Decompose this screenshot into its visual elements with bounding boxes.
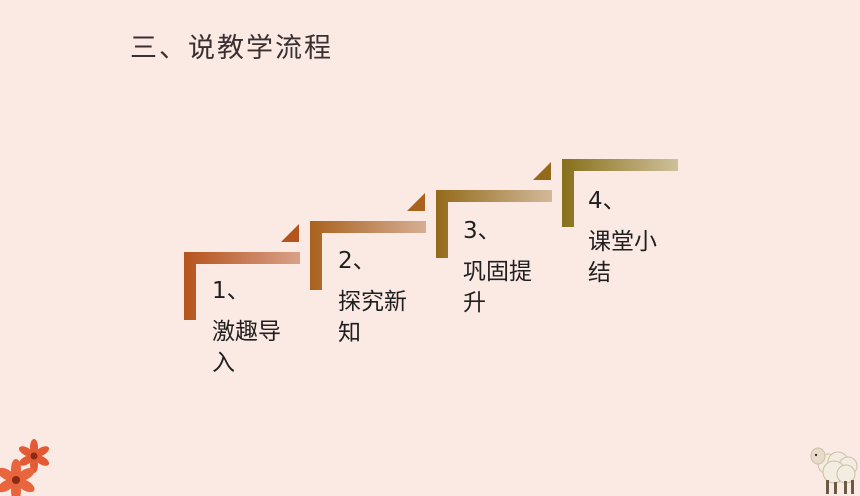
step-2-label: 探究新知 <box>338 289 407 346</box>
step-3-text: 3、 巩固提升 <box>463 216 549 319</box>
sheep-icon <box>810 447 858 494</box>
step-1-number: 1、 <box>212 278 250 304</box>
step-4-label: 课堂小结 <box>588 229 657 286</box>
step-1-corner-triangle <box>281 224 299 242</box>
step-3-corner-triangle <box>533 162 551 180</box>
step-1-text: 1、 激趣导入 <box>212 276 298 379</box>
step-2-bracket <box>310 193 426 290</box>
step-4-text: 4、 课堂小结 <box>588 186 674 289</box>
step-2-number: 2、 <box>338 248 376 274</box>
step-1-bracket <box>184 224 300 320</box>
step-3-number: 3、 <box>463 218 501 244</box>
step-2-corner-triangle <box>407 193 425 211</box>
red-flower-icon <box>0 439 50 496</box>
slide-title: 三、说教学流程 <box>130 33 333 64</box>
step-4-bracket <box>562 159 678 227</box>
step-4-number: 4、 <box>588 188 626 214</box>
step-2-text: 2、 探究新知 <box>338 246 424 349</box>
step-1-label: 激趣导入 <box>212 319 281 376</box>
step-3-label: 巩固提升 <box>463 259 532 316</box>
step-3-bracket <box>436 162 552 258</box>
